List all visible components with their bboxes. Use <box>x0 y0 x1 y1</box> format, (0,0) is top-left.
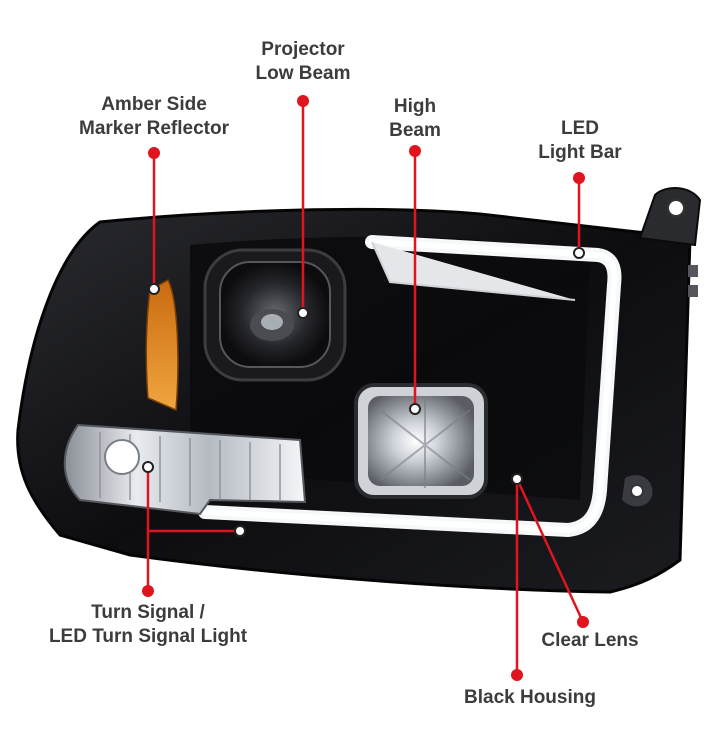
label-projector-low-beam: Projector Low Beam <box>255 39 351 84</box>
label-turn-signal: Turn Signal / LED Turn Signal Light <box>48 602 248 647</box>
callout-lines <box>146 101 585 675</box>
amber-side-marker-shape <box>145 278 179 412</box>
callout-target-dots <box>142 247 585 537</box>
label-amber-side-marker: Amber Side Marker Reflector <box>79 94 229 139</box>
projector-low-beam-shape <box>203 248 347 382</box>
turn-signal-shape <box>63 423 307 516</box>
label-high-beam: High Beam <box>389 96 441 141</box>
led-light-bar-shape <box>198 235 622 537</box>
high-beam-shape <box>354 383 488 499</box>
label-clear-lens: Clear Lens <box>541 630 639 651</box>
callout-dots <box>142 95 589 681</box>
label-black-housing: Black Housing <box>464 687 596 708</box>
label-led-light-bar: LED Light Bar <box>538 118 622 163</box>
